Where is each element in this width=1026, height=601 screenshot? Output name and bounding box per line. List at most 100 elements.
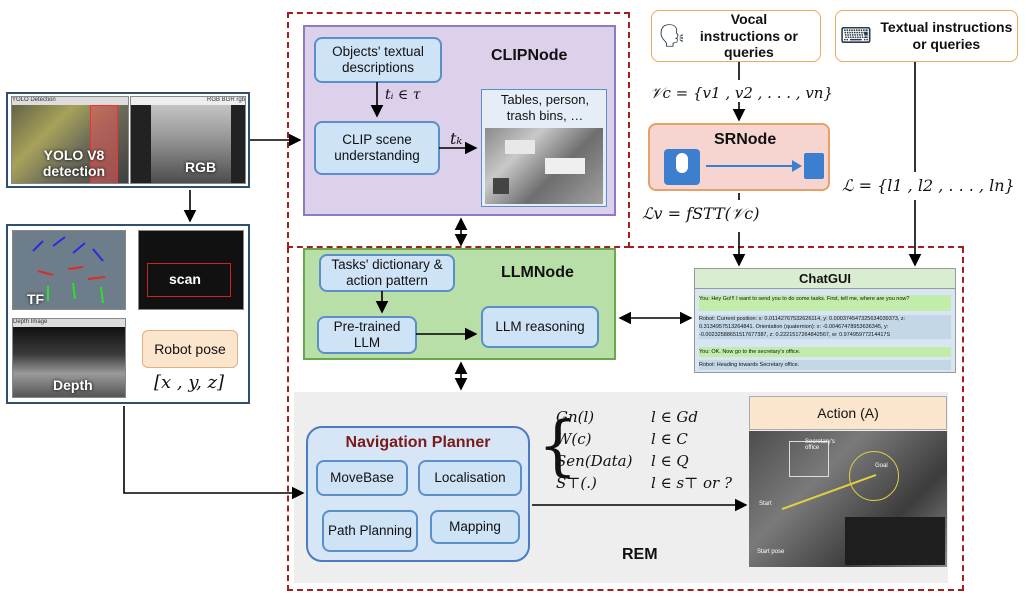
mic-capsule: [676, 153, 688, 173]
ti-math: tᵢ ∈ τ: [385, 87, 421, 103]
speaking-person-icon: 🗣: [658, 23, 686, 48]
llm-reasoning-box: LLM reasoning: [481, 306, 599, 348]
textual-box: ⌨ Textual instructions or queries: [835, 10, 1018, 62]
rgb-left-wall: [131, 105, 151, 183]
robot-pose-math: [x , y, z]: [154, 372, 225, 393]
rgb-image: RGB BGR rgb RGB: [130, 96, 246, 184]
rem-label: REM: [622, 546, 658, 563]
objects-desc-box: Objects' textual descriptions: [314, 37, 442, 83]
eq1-left: Gn(l): [556, 408, 595, 426]
scene-objects-box: Tables, person, trash bins, …: [481, 89, 607, 207]
scene-map-image: [485, 128, 603, 204]
lv-math: ℒv = fSTT(𝒱c): [642, 204, 760, 223]
path-planning-label: Path Planning: [327, 522, 413, 538]
localisation-label: Localisation: [434, 469, 506, 485]
yolo-image: YOLO Detection YOLO V8 detection: [11, 96, 129, 184]
arrow-right-icon: [706, 165, 794, 167]
vocal-box: 🗣 Vocal instructions or queries: [651, 10, 821, 62]
eq1-right: l ∈ Gd: [651, 408, 699, 426]
scan-outline: [147, 263, 231, 297]
yolo-header: YOLO Detection: [12, 97, 128, 105]
tasks-dict-label: Tasks' dictionary & action pattern: [331, 256, 443, 288]
depth-label: Depth: [53, 377, 93, 393]
scene-bin: [493, 178, 509, 194]
map-goal-label: Goal: [875, 463, 888, 469]
chat-msg-robot-1: Robot: Current position: x: 0.0114276753…: [699, 315, 951, 339]
document-icon: [804, 153, 824, 179]
chat-msg-user-2: You: OK. Now go to the secretary's offic…: [699, 347, 951, 357]
rgb-header: RGB BGR rgb: [131, 97, 245, 105]
upper-right-dashed-region: [628, 246, 964, 248]
rgb-right-wall: [231, 105, 245, 183]
tasks-dict-box: Tasks' dictionary & action pattern: [319, 254, 455, 292]
scan-image: scan: [138, 230, 244, 310]
person-detection-box: [90, 105, 118, 183]
pretrained-label: Pre-trained LLM: [333, 318, 401, 350]
map-start-pose-label: Start pose: [757, 549, 785, 555]
lower-dashed-region: [287, 247, 964, 591]
pretrained-llm-box: Pre-trained LLM: [317, 316, 417, 354]
chatgui-title: ChatGUI: [799, 271, 851, 286]
scene-table: [505, 140, 535, 154]
tf-label: TF: [27, 291, 45, 307]
robot-pose-label: Robot pose: [154, 341, 226, 357]
objects-desc-label: Objects' textual descriptions: [332, 43, 424, 75]
scan-label: scan: [169, 271, 201, 287]
action-map-image: Secretary's office Start pose Start Goal: [749, 431, 947, 567]
scene-objects-label: Tables, person, trash bins, …: [500, 92, 590, 123]
rgb-label: RGB: [185, 159, 217, 175]
eq2-right: l ∈ C: [651, 430, 688, 448]
tk-math: tₖ: [450, 129, 463, 148]
map-room-1: [789, 441, 829, 477]
navigation-planner: Navigation Planner MoveBase Localisation…: [306, 426, 530, 562]
llmnode-panel: LLMNode Tasks' dictionary & action patte…: [303, 248, 616, 360]
equation-brace: {: [538, 407, 578, 484]
eq4-left: S⊤(.): [556, 474, 597, 492]
localisation-box: Localisation: [418, 460, 522, 496]
tf-image: TF: [12, 230, 126, 310]
tf-frames: [32, 236, 106, 304]
eq4-right: l ∈ s⊤ or ?: [651, 474, 733, 492]
eq2-left: W(c): [556, 430, 592, 448]
map-start-label: Start: [759, 501, 772, 507]
scene-understanding-label: CLIP scene understanding: [334, 131, 420, 163]
srnode-box: SRNode: [648, 123, 830, 191]
yolo-label: YOLO V8 detection: [42, 147, 106, 179]
reasoning-label: LLM reasoning: [495, 318, 585, 334]
chat-msg-robot-2: Robot: Heading towards Secretary office.: [699, 360, 951, 370]
chatgui-title-bar: ChatGUI: [695, 269, 955, 289]
vc-math: 𝒱c = {v1 , v2 , . . . , vn}: [650, 84, 834, 102]
scene-desk: [545, 158, 585, 174]
movebase-label: MoveBase: [330, 469, 394, 485]
movebase-box: MoveBase: [316, 460, 408, 496]
vocal-label: Vocal instructions or queries: [699, 10, 798, 61]
clipnode-panel: CLIPNode Objects' textual descriptions t…: [303, 25, 616, 216]
map-legend: [845, 517, 945, 565]
arrow-sensors-to-nav: [123, 406, 305, 500]
srnode-title: SRNode: [714, 131, 777, 148]
eq3-left: Sen(Data): [556, 452, 633, 470]
clipnode-title: CLIPNode: [491, 47, 568, 64]
eq3-right: l ∈ Q: [651, 452, 689, 470]
llmnode-title: LLMNode: [501, 264, 574, 281]
sensor-panel-bottom: TF scan Depth Image Depth Robot pose [x …: [6, 224, 250, 404]
sensor-panel-top: YOLO Detection YOLO V8 detection RGB BGR…: [6, 92, 250, 188]
chat-msg-user-1: You: Hey Go!!! I want to send you to do …: [699, 295, 951, 311]
l-math: ℒ = {l1 , l2 , . . . , ln}: [842, 176, 1015, 195]
mapping-box: Mapping: [430, 510, 520, 544]
nav-title: Navigation Planner: [345, 434, 491, 451]
mapping-label: Mapping: [449, 518, 501, 534]
path-planning-box: Path Planning: [322, 510, 418, 552]
arrow-head: [792, 160, 802, 172]
textual-label: Textual instructions or queries: [880, 19, 1013, 52]
typing-hands-icon: ⌨: [840, 23, 872, 48]
action-box: Action (A): [749, 396, 947, 430]
upper-dashed-region: [287, 12, 630, 248]
chatgui-panel[interactable]: ChatGUI You: Hey Go!!! I want to send yo…: [694, 268, 956, 373]
map-goal-circle: [849, 451, 899, 501]
depth-image: Depth Image Depth: [12, 318, 126, 398]
map-secretary-label: Secretary's office: [805, 439, 835, 451]
robot-pose-box: Robot pose: [142, 330, 238, 368]
depth-header: Depth Image: [13, 319, 125, 327]
action-title: Action (A): [817, 405, 879, 421]
